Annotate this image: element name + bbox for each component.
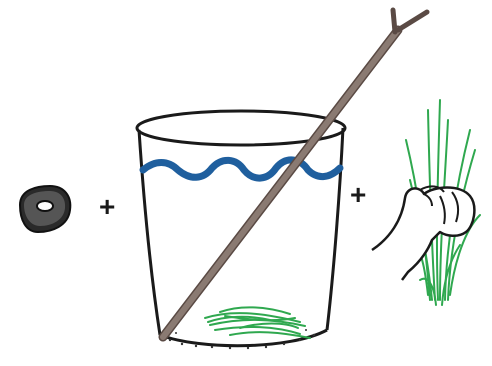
plus-sign: + — [350, 179, 366, 210]
hand-grass-icon — [372, 100, 480, 305]
plus-sign: + — [99, 191, 115, 222]
grass-in-bucket — [205, 307, 310, 338]
stone-disc-icon — [20, 186, 70, 232]
water-surface — [143, 160, 340, 178]
